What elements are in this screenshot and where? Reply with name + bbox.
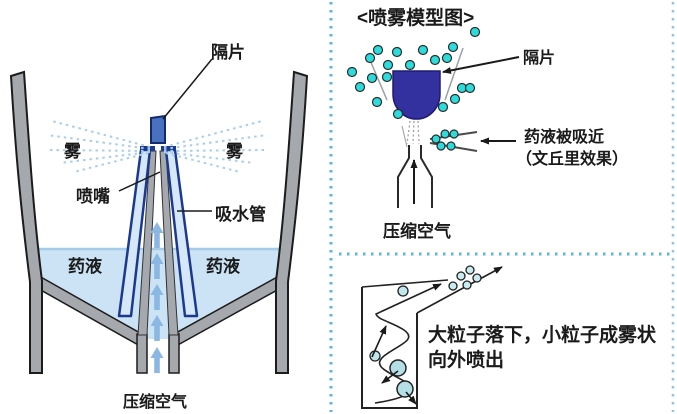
droplet bbox=[372, 44, 384, 56]
vessel-wall-left bbox=[9, 70, 43, 374]
nozzle-cap-right bbox=[161, 146, 176, 151]
air-chimney-wall-right bbox=[168, 333, 180, 374]
droplet bbox=[417, 44, 429, 56]
channel-top-edge bbox=[361, 279, 449, 288]
particle-fall-arrow bbox=[405, 391, 417, 405]
spray-model-title: <喷雾模型图> bbox=[357, 6, 474, 29]
liquid-label-left: 药液 bbox=[68, 256, 102, 276]
droplet bbox=[371, 96, 383, 108]
small-particle bbox=[472, 273, 482, 283]
vessel-wall-right bbox=[275, 70, 309, 374]
droplet bbox=[364, 52, 376, 64]
model-baffle-arrow bbox=[442, 56, 520, 74]
droplet bbox=[449, 129, 459, 139]
particle-caption-line1: 大粒子落下，小粒子成雾状 bbox=[428, 323, 657, 346]
mist-ray bbox=[163, 149, 265, 152]
droplet bbox=[447, 41, 459, 53]
particle-separation-diagram: 大粒子落下，小粒子成雾状 向外喷出 bbox=[361, 265, 657, 409]
model-nozzle-wall-right bbox=[420, 145, 433, 208]
droplet bbox=[366, 72, 378, 84]
small-particle bbox=[397, 285, 409, 297]
mist-label-left: 雾 bbox=[63, 141, 82, 161]
droplet bbox=[441, 52, 453, 64]
spray-out-arrow bbox=[416, 266, 503, 314]
mist-ray bbox=[163, 151, 255, 164]
small-particle bbox=[456, 271, 466, 281]
small-particle bbox=[369, 350, 381, 362]
particle-fall-arrow bbox=[381, 370, 399, 384]
droplet bbox=[449, 93, 461, 105]
spray-dot-line bbox=[412, 120, 415, 145]
baffle-leader-line bbox=[162, 58, 213, 120]
droplet bbox=[437, 101, 449, 113]
large-particle bbox=[389, 359, 407, 377]
droplet bbox=[354, 81, 366, 93]
model-baffle-dome bbox=[392, 70, 441, 120]
liquid-label-right: 药液 bbox=[206, 256, 240, 276]
droplet bbox=[346, 66, 358, 78]
droplet bbox=[404, 59, 416, 71]
mist-droplets bbox=[346, 26, 481, 120]
mist-spray-rays bbox=[46, 120, 268, 173]
air-arrow bbox=[150, 347, 164, 373]
mist-ray bbox=[163, 134, 268, 150]
mist-label-right: 雾 bbox=[225, 141, 244, 161]
venturi-label-line1: 药液被吸近 bbox=[524, 127, 604, 146]
particle-caption-line2: 向外喷出 bbox=[428, 348, 504, 371]
droplet bbox=[381, 71, 393, 83]
spray-flank-line-left bbox=[369, 59, 388, 101]
spray-column-dots bbox=[406, 120, 420, 145]
droplet bbox=[436, 141, 446, 151]
spray-flank-line-right bbox=[444, 47, 464, 101]
small-particle-cluster bbox=[448, 265, 482, 291]
air-chimney-wall-left bbox=[136, 333, 148, 374]
separator-channel bbox=[361, 287, 418, 409]
mist-ray bbox=[46, 134, 151, 150]
droplet bbox=[391, 46, 403, 58]
small-particle bbox=[462, 280, 472, 290]
compressed-air-label: 压缩空气 bbox=[123, 392, 187, 411]
baffle-label: 隔片 bbox=[211, 42, 245, 62]
mist-ray bbox=[59, 151, 151, 164]
large-particle bbox=[396, 380, 414, 398]
droplet bbox=[431, 134, 441, 144]
mist-ray bbox=[163, 120, 263, 148]
droplet bbox=[440, 129, 450, 139]
droplet bbox=[469, 26, 481, 38]
droplet bbox=[429, 54, 441, 66]
droplet bbox=[382, 59, 394, 71]
droplet bbox=[392, 108, 404, 120]
nozzle-label: 喷嘴 bbox=[76, 187, 110, 206]
venturi-label-line2: （文丘里效果） bbox=[516, 149, 628, 168]
spray-dot-line bbox=[417, 120, 420, 145]
droplet bbox=[446, 141, 456, 151]
particle-up-arrow bbox=[371, 325, 387, 358]
droplet bbox=[464, 82, 476, 94]
baffle bbox=[150, 114, 166, 144]
nozzle-leader-line bbox=[118, 171, 161, 192]
nozzle-cap-left bbox=[140, 146, 155, 151]
small-particle bbox=[448, 281, 458, 291]
model-nozzle-wall-left bbox=[397, 145, 410, 208]
model-compressed-air-label: 压缩空气 bbox=[383, 221, 451, 241]
model-baffle-label: 隔片 bbox=[523, 48, 555, 67]
spray-model-diagram: <喷雾模型图> bbox=[346, 6, 628, 241]
feed-tube-droplets bbox=[431, 129, 459, 151]
small-particle bbox=[465, 265, 475, 275]
suction-tube-label: 吸水管 bbox=[215, 204, 266, 224]
nebulizer-cross-section: 隔片 雾 雾 喷嘴 吸水管 药液 药液 压缩空气 bbox=[9, 42, 309, 411]
spray-dot-line bbox=[406, 120, 411, 145]
spray-edge-line bbox=[401, 125, 408, 148]
